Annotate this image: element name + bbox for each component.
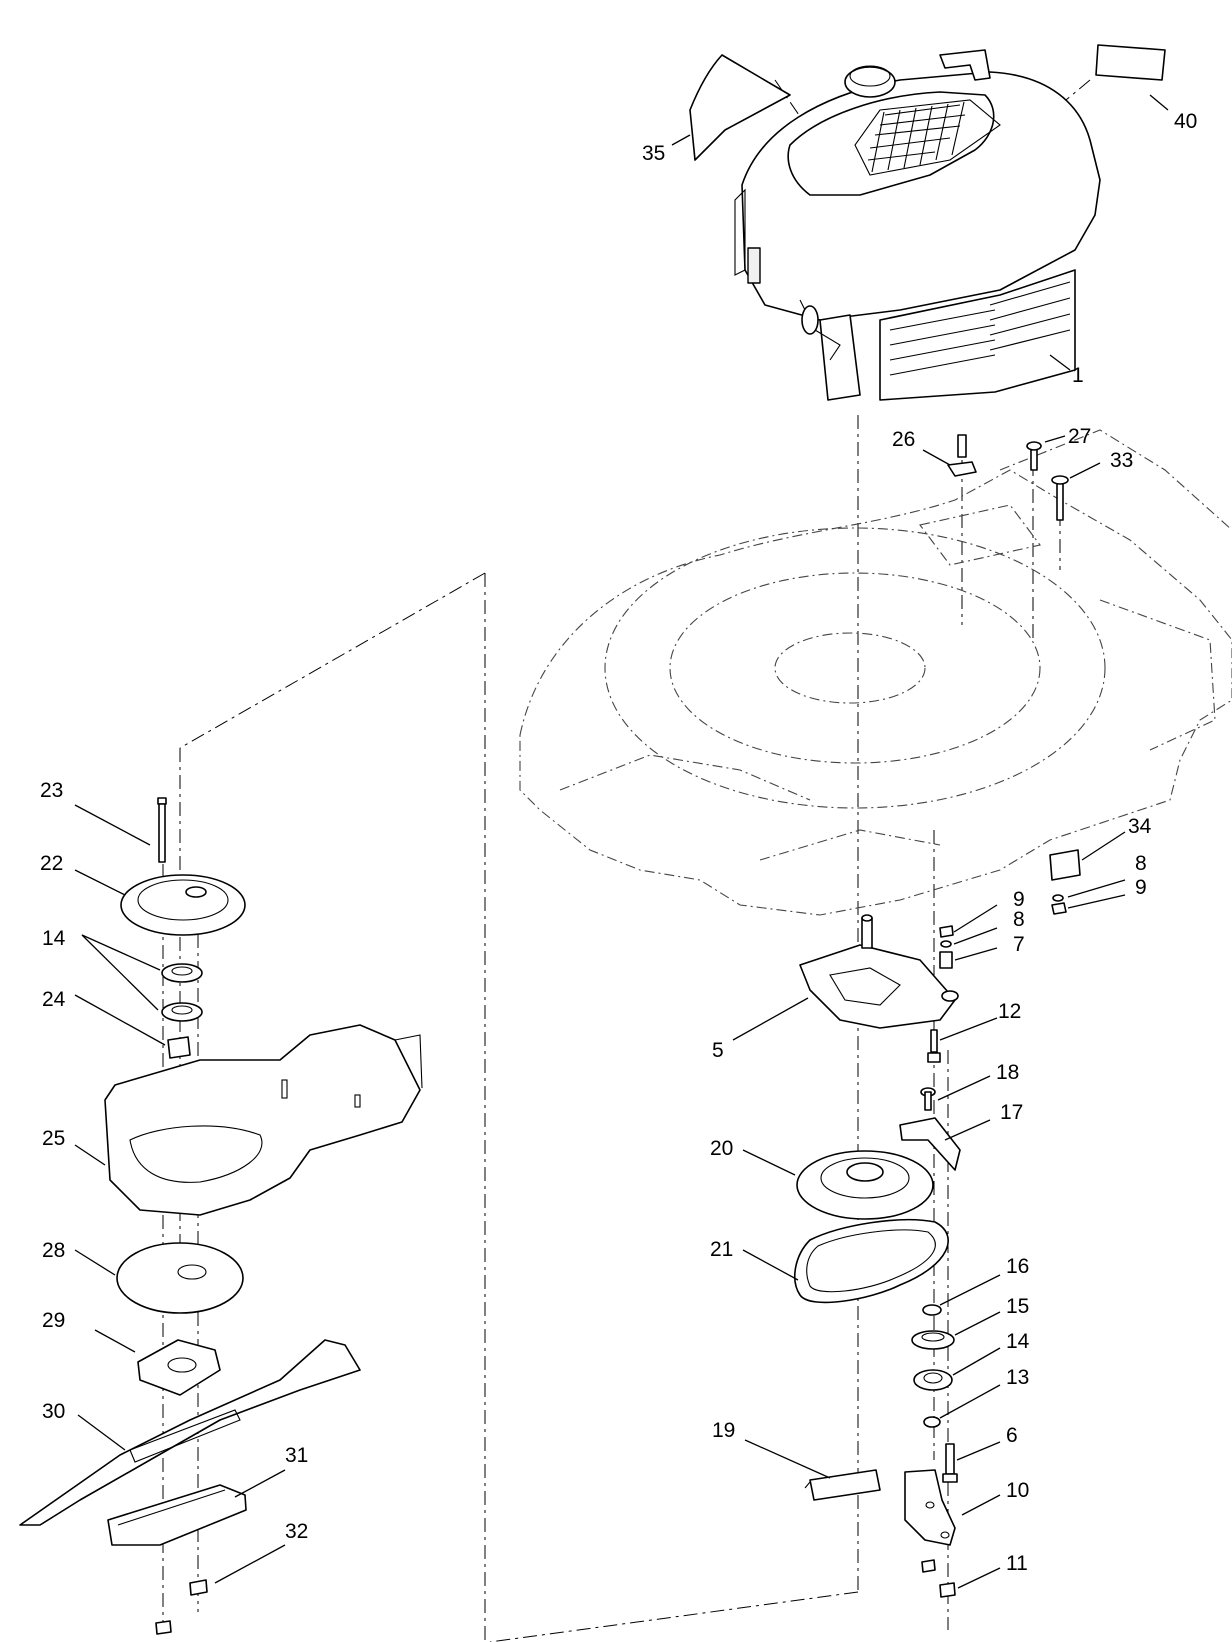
callout-35: 35 — [642, 142, 665, 165]
callout-28: 28 — [42, 1239, 65, 1262]
callout-9-center: 9 — [1013, 888, 1025, 911]
air-deflector-cover — [689, 54, 791, 161]
callout-26: 26 — [892, 428, 915, 451]
callout-10: 10 — [1006, 1479, 1029, 1502]
callout-22: 22 — [40, 852, 63, 875]
callout-labels: 40 35 1 26 27 33 23 22 14 24 25 28 29 30… — [40, 110, 1197, 1575]
callout-18: 18 — [996, 1061, 1019, 1084]
blade-assembly — [19, 797, 423, 1635]
callout-17: 17 — [1000, 1101, 1023, 1124]
callout-33: 33 — [1110, 449, 1133, 472]
engine — [734, 49, 1101, 401]
callout-5: 5 — [712, 1039, 724, 1062]
callout-14-left: 14 — [42, 927, 66, 950]
drive-assembly — [794, 849, 1081, 1598]
callout-6: 6 — [1006, 1424, 1018, 1447]
callout-15: 15 — [1006, 1295, 1029, 1318]
callout-24: 24 — [42, 988, 66, 1011]
callout-20: 20 — [710, 1137, 733, 1160]
callout-31: 31 — [285, 1444, 308, 1467]
callout-8-right: 8 — [1135, 852, 1147, 875]
callout-19: 19 — [712, 1419, 735, 1442]
callout-30: 30 — [42, 1400, 65, 1423]
callout-9-right: 9 — [1135, 876, 1147, 899]
callout-32: 32 — [285, 1520, 308, 1543]
callout-7: 7 — [1013, 933, 1025, 956]
callout-12: 12 — [998, 1000, 1021, 1023]
callout-16: 16 — [1006, 1255, 1029, 1278]
engine-mount-hardware — [947, 434, 1069, 521]
callout-25: 25 — [42, 1127, 65, 1150]
callout-14-right: 14 — [1006, 1330, 1030, 1353]
callout-40: 40 — [1174, 110, 1197, 133]
decal-label — [1095, 44, 1166, 81]
callout-34: 34 — [1128, 815, 1152, 838]
callout-1: 1 — [1072, 364, 1084, 387]
callout-11: 11 — [1006, 1552, 1028, 1575]
callout-21: 21 — [710, 1238, 733, 1261]
callout-29: 29 — [42, 1309, 65, 1332]
mower-deck-phantom — [519, 429, 1232, 916]
callout-23: 23 — [40, 779, 63, 802]
callout-27: 27 — [1068, 425, 1091, 448]
callout-8-center: 8 — [1013, 908, 1025, 931]
leader-lines — [74, 94, 1169, 1589]
callout-13: 13 — [1006, 1366, 1029, 1389]
